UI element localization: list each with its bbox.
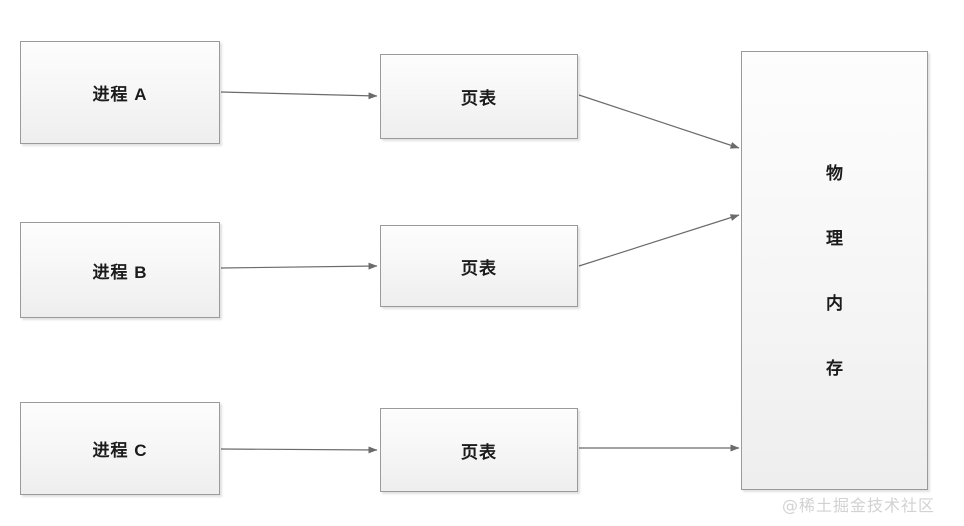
memory-char-2: 理 bbox=[826, 228, 843, 248]
edge-pagetable-1-to-memory bbox=[578, 94, 740, 149]
node-process-b[interactable]: 进程 B bbox=[20, 222, 220, 318]
edge-process-c-to-pagetable-3 bbox=[220, 446, 378, 454]
node-page-table-3-label: 页表 bbox=[461, 442, 497, 462]
node-process-c-label: 进程 C bbox=[92, 441, 148, 460]
node-process-b-label: 进程 B bbox=[92, 262, 148, 282]
edge-pagetable-2-to-memory bbox=[578, 214, 740, 267]
edge-process-a-to-pagetable-1 bbox=[220, 91, 378, 100]
node-page-table-2[interactable]: 页表 bbox=[380, 225, 578, 307]
watermark: @稀土掘金技术社区 bbox=[782, 496, 936, 515]
node-page-table-2-label: 页表 bbox=[461, 258, 497, 278]
node-page-table-1-label: 页表 bbox=[461, 89, 497, 108]
edge-process-b-to-pagetable-2 bbox=[220, 262, 378, 270]
memory-char-1: 物 bbox=[826, 163, 843, 183]
node-page-table-3[interactable]: 页表 bbox=[380, 408, 578, 492]
node-process-a-label: 进程 A bbox=[92, 85, 148, 104]
node-process-c[interactable]: 进程 C bbox=[20, 402, 220, 495]
node-page-table-1[interactable]: 页表 bbox=[380, 54, 578, 139]
node-process-a[interactable]: 进程 A bbox=[20, 41, 220, 144]
memory-char-3: 内 bbox=[826, 293, 843, 313]
node-physical-memory[interactable]: 物 理 内 存 bbox=[741, 51, 928, 490]
node-physical-memory-label: 物 理 内 存 bbox=[826, 165, 843, 377]
memory-char-4: 存 bbox=[826, 358, 843, 378]
